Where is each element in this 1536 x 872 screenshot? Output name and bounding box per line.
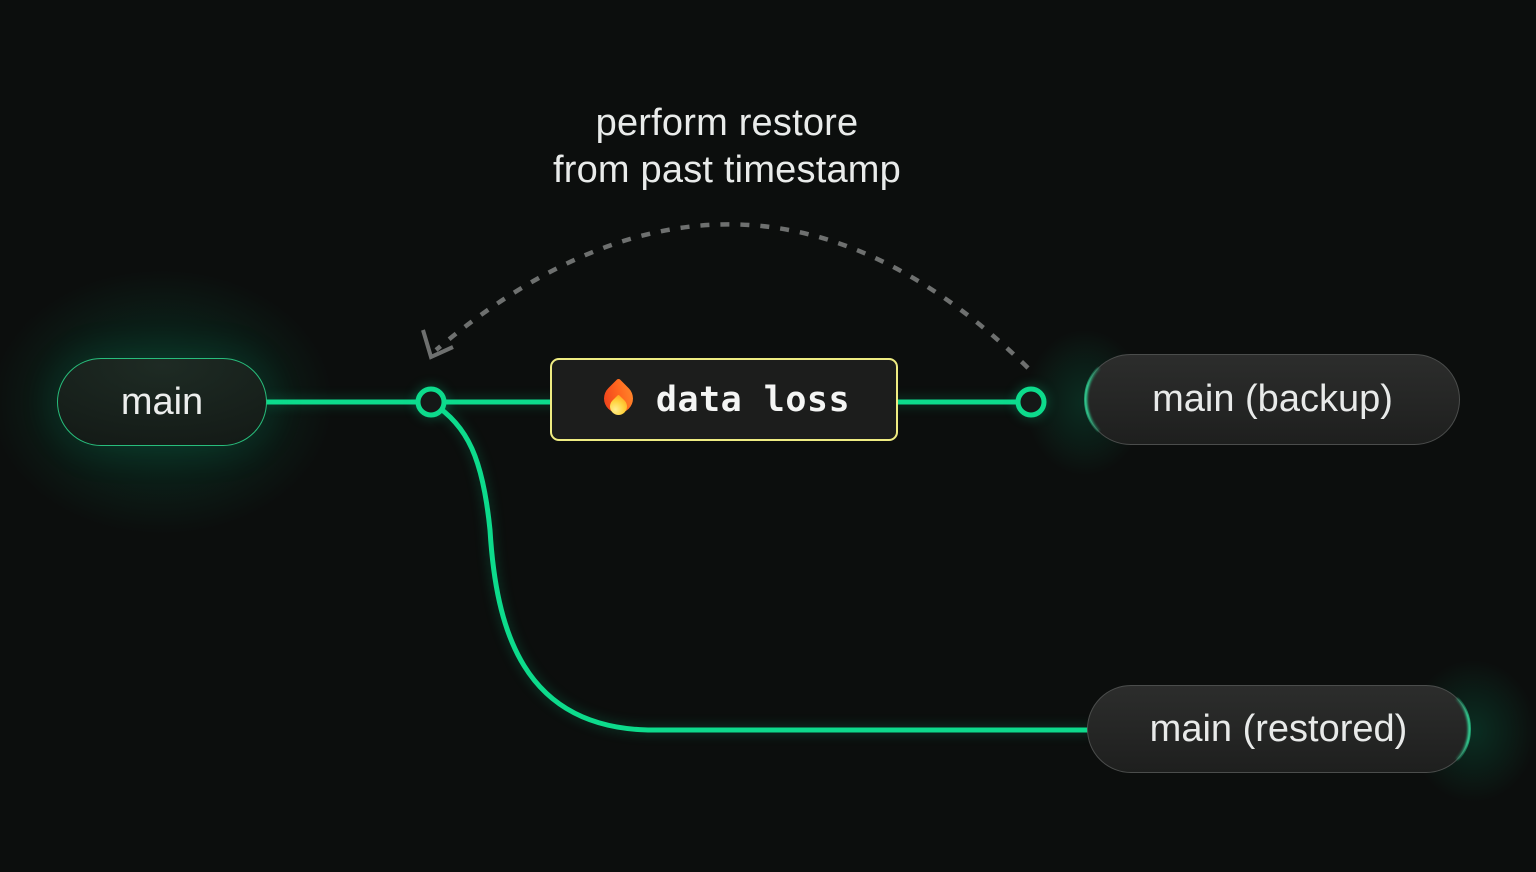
data-loss-box: data loss [550,358,898,441]
restore-branch-curve [429,400,1093,733]
fire-icon [597,377,639,423]
branch-node-main: main [57,358,267,446]
commit-node-right [1015,386,1047,418]
annotation-restore: perform restore from past timestamp [427,100,1027,194]
annotation-line2: from past timestamp [552,149,901,191]
restore-arc-arrowhead-icon [421,329,454,360]
branch-label-backup: main (backup) [1152,378,1393,420]
branch-node-backup: main (backup) [1084,353,1460,446]
branch-label-main: main [120,380,204,423]
branch-label-restored: main (restored) [1149,707,1408,750]
branch-node-restored: main (restored) [1087,684,1471,774]
restore-arc-dashed [434,222,1030,370]
branch-lines [264,399,1093,733]
commit-node-left [415,386,447,418]
commit-nodes [415,386,1047,418]
data-loss-label: data loss [655,379,851,420]
annotation-line1: perform restore [595,102,859,144]
